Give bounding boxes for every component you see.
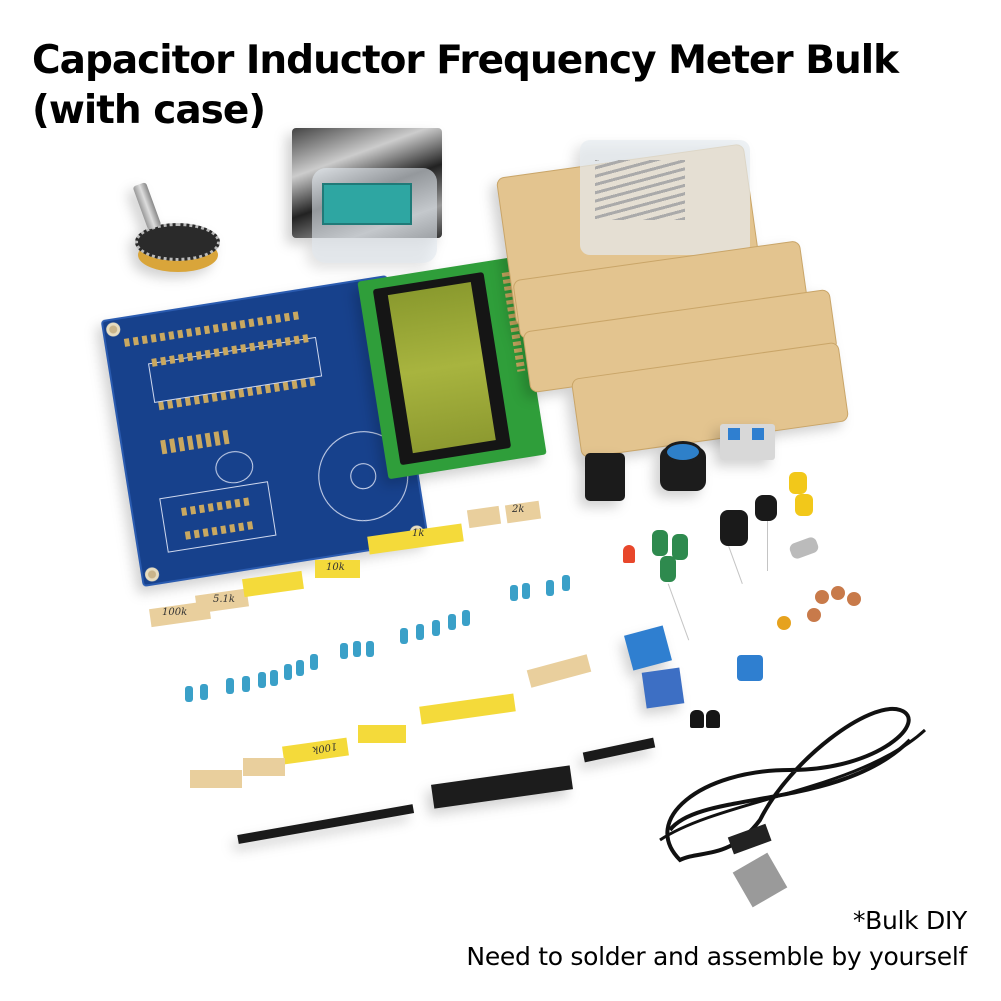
electrolytic-capacitors [648,530,708,641]
label-10k: 10k [326,562,345,573]
push-switches [720,424,775,460]
screws [595,160,685,220]
rotary-switch [130,181,225,283]
title-line-2: (with case) [32,88,266,133]
bulk-diy-note: *Bulk DIY [852,906,967,935]
dc-jack [585,453,625,501]
trimmer-potentiometer-3 [737,655,763,681]
label-2k: 2k [512,504,525,515]
inductors [715,495,805,585]
usb-dc-cable [640,700,940,910]
yellow-button-caps [785,472,815,520]
title-line-1: Capacitor Inductor Frequency Meter Bulk [32,38,899,83]
ceramic-capacitors [775,586,865,650]
acrylic-case [495,130,850,459]
label-5-1k: 5.1k [213,594,235,605]
red-led [623,545,635,563]
label-1k: 1k [412,528,425,539]
transistors [690,710,722,728]
product-title: Capacitor Inductor Frequency Meter Bulk … [32,36,982,136]
label-100k: 100k [162,607,188,618]
ic-socket-package [292,128,442,268]
zif-socket [322,183,412,225]
potentiometer-knob [660,437,706,492]
assembly-instruction: Need to solder and assemble by yourself [466,942,967,971]
